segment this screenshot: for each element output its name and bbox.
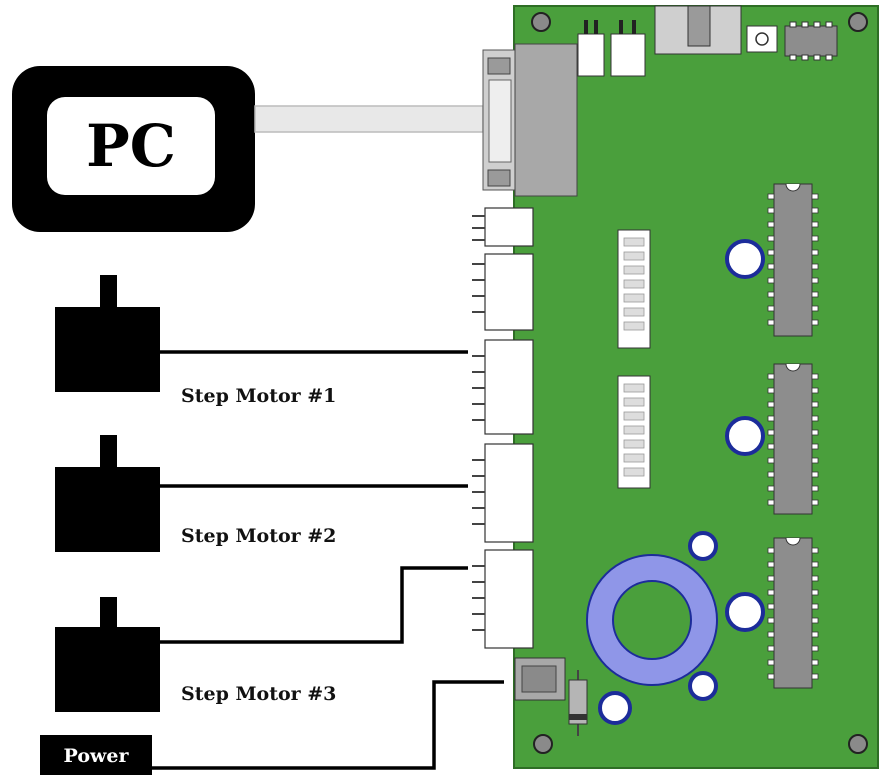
pc-computer: PC (12, 66, 255, 232)
pc-label: PC (86, 112, 176, 180)
capacitor-3 (725, 592, 765, 632)
wire-power (152, 680, 504, 770)
connector-aux (484, 207, 534, 247)
step-motor-2: Step Motor #2 (55, 435, 336, 552)
capacitor-6 (598, 691, 632, 725)
capacitor-4 (688, 531, 718, 561)
capacitor-5 (688, 671, 718, 701)
controller-board (472, 5, 879, 769)
driver-chip-3 (767, 537, 819, 689)
power-box (40, 735, 152, 775)
motor-body (55, 467, 160, 552)
driver-chip-2 (767, 363, 819, 515)
power-label: Power (64, 745, 130, 767)
connector-pins (472, 215, 485, 631)
step-motor-1: Step Motor #1 (55, 275, 336, 407)
mounting-holes (531, 12, 868, 754)
motor-shaft (100, 275, 117, 307)
motor-body (55, 627, 160, 712)
top-header-block (654, 5, 742, 55)
motor-shaft (100, 435, 117, 467)
motor-label-3: Step Motor #3 (181, 683, 336, 705)
oscillator-chip (784, 21, 838, 61)
pc-screen (47, 97, 215, 195)
motor-label-2: Step Motor #2 (181, 525, 336, 547)
power-supply: Power (40, 735, 152, 775)
top-jumpers (577, 20, 646, 77)
reset-button (746, 25, 778, 53)
toroid-inductor (586, 554, 718, 686)
motor-shaft (100, 597, 117, 627)
db9-serial-connector (482, 43, 578, 197)
driver-chips (767, 183, 819, 689)
capacitor-2 (725, 416, 765, 456)
connector-motor-1 (484, 339, 534, 435)
power-jack (514, 657, 566, 701)
connector-motor-3 (484, 549, 534, 649)
edge-connectors (484, 207, 534, 649)
diode (568, 670, 588, 736)
step-motor-3: Step Motor #3 (55, 597, 336, 712)
capacitors (598, 239, 765, 725)
motor-label-1: Step Motor #1 (181, 385, 336, 407)
wires (152, 350, 504, 770)
driver-chip-1 (767, 183, 819, 337)
capacitor-1 (725, 239, 765, 279)
connector-motor-2 (484, 443, 534, 543)
header-strips (617, 229, 651, 489)
connector-limit (484, 253, 534, 331)
serial-cable (254, 105, 484, 133)
wire-motor-3 (160, 566, 468, 644)
motor-body (55, 307, 160, 392)
